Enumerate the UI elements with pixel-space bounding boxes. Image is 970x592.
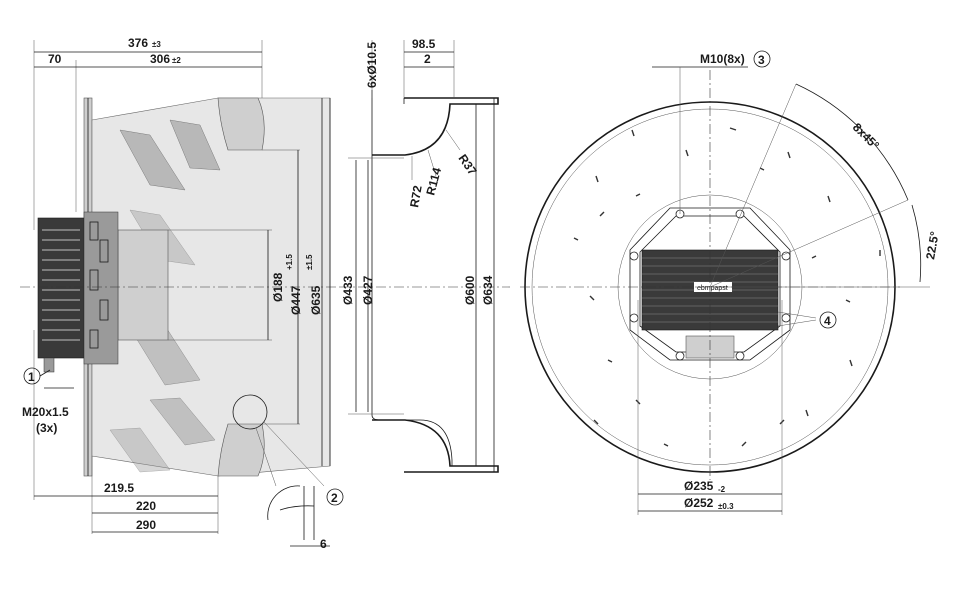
inlet-profile-top bbox=[372, 97, 499, 156]
dim-2: 2 bbox=[424, 52, 431, 66]
dim-70: 70 bbox=[48, 52, 62, 66]
dim-220: 220 bbox=[136, 499, 156, 513]
side-view: 376 ±3 70 306 ±2 Ø188 Ø447 +1.5 Ø635 ±1.… bbox=[20, 36, 344, 551]
dim-219-5: 219.5 bbox=[104, 481, 134, 495]
dim-306: 306 bbox=[150, 52, 170, 66]
dim-r72: R72 bbox=[407, 184, 425, 208]
dim-634: Ø634 bbox=[481, 275, 495, 305]
dim-252: Ø252 bbox=[684, 496, 714, 510]
dim-376: 376 bbox=[128, 36, 148, 50]
dim-235: Ø235 bbox=[684, 479, 714, 493]
dim-433: Ø433 bbox=[341, 275, 355, 305]
svg-text:4: 4 bbox=[824, 314, 831, 328]
dim-252-tol: ±0.3 bbox=[718, 502, 734, 511]
thread-label: M10(8x) bbox=[700, 52, 745, 66]
motor-flange bbox=[83, 211, 119, 365]
cable-gland-label: M20x1.5 bbox=[22, 405, 69, 419]
inlet-profile-bottom bbox=[372, 419, 499, 473]
motor bbox=[37, 217, 85, 359]
svg-text:2: 2 bbox=[331, 491, 338, 505]
dim-635: Ø635 bbox=[309, 285, 323, 315]
front-view: ebmpapst M10(8x) 3 8x45° 22.5° 4 bbox=[520, 50, 942, 515]
hub bbox=[117, 229, 169, 341]
dim-447: Ø447 bbox=[289, 285, 303, 315]
dim-447-tol: +1.5 bbox=[285, 254, 294, 270]
callout-2 bbox=[326, 488, 344, 506]
dim-98-5: 98.5 bbox=[412, 37, 436, 51]
motor-housing bbox=[629, 207, 791, 361]
cable-gland bbox=[43, 357, 55, 373]
dim-635-tol: ±1.5 bbox=[305, 254, 314, 270]
dim-6: 6 bbox=[320, 537, 327, 551]
dim-290: 290 bbox=[136, 518, 156, 532]
dim-427: Ø427 bbox=[361, 275, 375, 305]
callout-4 bbox=[819, 311, 837, 329]
dim-376-tol: ±3 bbox=[152, 40, 161, 49]
dim-r114: R114 bbox=[423, 166, 444, 197]
svg-text:1: 1 bbox=[28, 370, 35, 384]
detail-circle bbox=[232, 394, 268, 430]
cable-gland-count: (3x) bbox=[36, 421, 57, 435]
dim-188: Ø188 bbox=[271, 272, 285, 302]
section-view: Ø433 Ø427 Ø600 Ø634 98.5 2 6xØ10.5 R72 R… bbox=[340, 37, 510, 473]
svg-text:3: 3 bbox=[758, 53, 765, 67]
dim-600: Ø600 bbox=[463, 275, 477, 305]
dim-235-tol: -2 bbox=[718, 485, 726, 494]
dim-holes: 6xØ10.5 bbox=[365, 42, 379, 88]
callout-3 bbox=[753, 50, 771, 68]
brand-label: ebmpapst bbox=[697, 285, 728, 292]
dim-306-tol: ±2 bbox=[172, 56, 181, 65]
angle-22-5: 22.5° bbox=[923, 230, 942, 260]
